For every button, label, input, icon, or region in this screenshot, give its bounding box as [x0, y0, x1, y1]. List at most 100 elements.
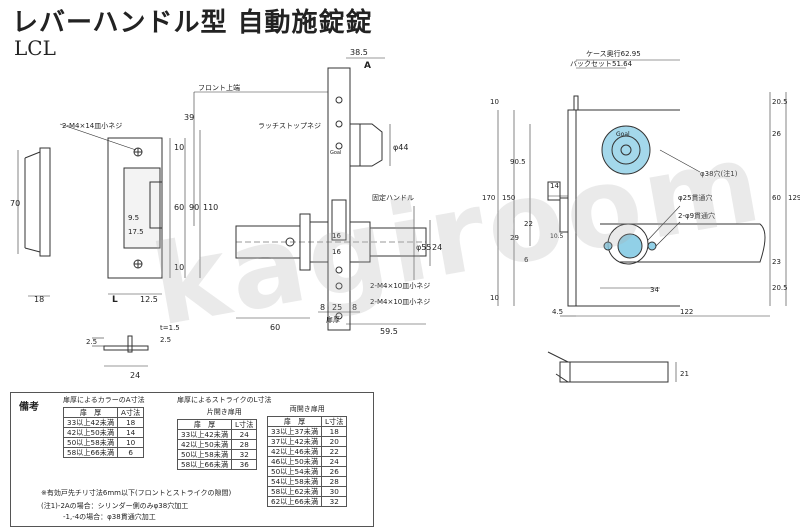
notes-heading: 備考 — [19, 402, 39, 413]
dim-case-10a: 10 — [490, 98, 499, 106]
cylinder-brand-small: Goal — [330, 150, 341, 156]
table-a-header-a: A寸法 — [117, 407, 145, 418]
footnote-note1: (注1)-2Aの場合：シリンダー側のみφ38穴加工 — [41, 502, 189, 510]
strike-profile-view — [92, 335, 149, 367]
cell-value: 30 — [321, 486, 348, 497]
dim-strike-10b: 10 — [174, 263, 184, 272]
dim-front-25: 25 — [332, 303, 342, 312]
dim-strike-18: 18 — [34, 295, 44, 304]
dim-case-4-5: 4.5 — [552, 308, 563, 316]
lock-case-view — [547, 95, 766, 307]
cell-thickness: 62以上66未満 — [266, 496, 323, 507]
cell-value: 18 — [117, 417, 145, 428]
dim-front-phi55: φ55 — [416, 243, 431, 252]
cell-thickness: 33以上42未満 — [176, 429, 233, 440]
strike-dimension-lines — [17, 123, 201, 297]
cylinder-brand: Goal — [616, 131, 630, 138]
footnote-note1b: -1,-4の場合：φ38貫通穴加工 — [63, 513, 156, 521]
label-col-l: L — [112, 295, 118, 305]
cell-value: 18 — [321, 426, 348, 437]
cell-thickness: 50以上54未満 — [266, 466, 323, 477]
dim-front-59-5: 59.5 — [380, 327, 398, 336]
cell-thickness: 50以上58未満 — [62, 437, 119, 448]
dim-case-34: 34 — [650, 286, 659, 294]
dim-case-122: 122 — [680, 308, 693, 316]
label-col-a: A — [364, 61, 371, 71]
dim-case-14: 14 — [550, 182, 559, 190]
cell-value: 26 — [321, 466, 348, 477]
dim-case-129: 129 — [788, 194, 800, 202]
dim-front-8b: 8 — [352, 303, 357, 312]
cell-value: 20 — [321, 436, 348, 447]
label-latch-stop-screw: ラッチストップネジ — [258, 122, 321, 130]
cell-value: 10 — [117, 437, 145, 448]
handle-detail-view — [547, 351, 677, 383]
dim-strike-60: 60 — [174, 203, 184, 212]
table-double-header-l: L寸法 — [321, 416, 348, 427]
label-case-depth: ケース奥行62.95 — [586, 49, 641, 58]
dim-case-150: 150 — [502, 194, 515, 202]
lock-front-plate — [327, 67, 351, 331]
label-strike-screw: 2-M4×14皿小ネジ — [62, 121, 122, 130]
dim-strike-70: 70 — [10, 199, 20, 208]
cell-value: 6 — [117, 447, 145, 458]
lever-handle-section — [235, 213, 427, 271]
dim-strike-12-5: 12.5 — [140, 295, 158, 304]
dim-case-6: 6 — [524, 256, 529, 264]
cell-thickness: 58以上66未満 — [176, 459, 233, 470]
footnote-gap: ※有効戸先チリ寸法6mm以下(フロントとストライクの隙間) — [41, 489, 232, 497]
cell-value: 22 — [321, 446, 348, 457]
table-a-header-thickness: 扉 厚 — [62, 407, 119, 418]
page-title: レバーハンドル型 自動施錠錠 — [12, 8, 373, 38]
dim-strike-10a: 10 — [174, 143, 184, 152]
dim-case-22: 22 — [524, 220, 533, 228]
front-dimension-lines — [193, 57, 431, 325]
dim-strike-2-5b: 2.5 — [160, 336, 171, 344]
dim-strike-110: 110 — [203, 203, 218, 212]
dim-front-phi44: φ44 — [393, 143, 408, 152]
model-code: LCL — [14, 36, 56, 60]
dim-front-38-5: 38.5 — [350, 48, 368, 57]
table-single-header-l: L寸法 — [231, 419, 258, 430]
cell-thickness: 33以上42未満 — [62, 417, 119, 428]
dim-case-26: 26 — [772, 130, 781, 138]
label-hole-25: φ25貫通穴 — [678, 193, 713, 202]
table-double-subcaption: 両開き扉用 — [289, 405, 325, 413]
dim-strike-2-5a: 2.5 — [86, 338, 97, 346]
label-hole-38: φ38穴(注1) — [700, 169, 738, 178]
table-double-header-thickness: 扉 厚 — [266, 416, 323, 427]
dim-case-23: 23 — [772, 258, 781, 266]
dim-case-60: 60 — [772, 194, 781, 202]
dim-strike-t15: t=1.5 — [160, 324, 180, 332]
cell-thickness: 33以上37未満 — [266, 426, 323, 437]
dim-case-20-5b: 20.5 — [772, 284, 788, 292]
cell-value: 24 — [231, 429, 258, 440]
dim-front-8a: 8 — [320, 303, 325, 312]
dim-front-39: 39 — [184, 113, 194, 122]
label-hole-9: 2-φ9貫通穴 — [678, 211, 715, 220]
cell-value: 32 — [231, 449, 258, 460]
table-single-header-thickness: 扉 厚 — [176, 419, 233, 430]
cell-value: 32 — [321, 496, 348, 507]
dim-case-170: 170 — [482, 194, 495, 202]
dim-front-16b: 16 — [332, 248, 341, 256]
cell-value: 36 — [231, 459, 258, 470]
cell-value: 28 — [231, 439, 258, 450]
label-fixed-handle: 固定ハンドル — [372, 193, 414, 202]
